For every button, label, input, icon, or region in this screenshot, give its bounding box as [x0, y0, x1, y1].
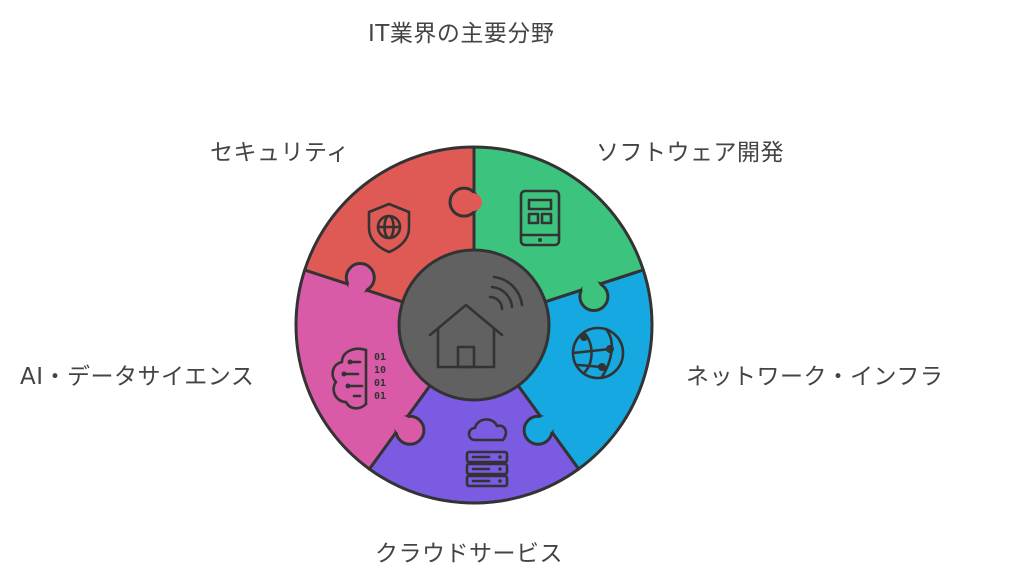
center-hub [397, 248, 551, 402]
diagram-title: IT業界の主要分野 [368, 21, 555, 47]
puzzle-knob-joint [582, 278, 601, 297]
label-security: セキュリティ [210, 140, 350, 166]
puzzle-knob-joint [393, 415, 412, 434]
puzzle-knob-joint [464, 193, 482, 212]
smart-home-icon [428, 275, 524, 369]
brain-binary-icon: 01 10 01 01 [331, 347, 386, 410]
puzzle-knob-joint [536, 415, 555, 434]
tablet-icon [519, 189, 561, 247]
puzzle-knob-joint [348, 277, 367, 296]
segment-cloud [367, 323, 581, 505]
label-network-infra: ネットワーク・インフラ [686, 364, 944, 390]
cloud-server-icon [465, 418, 509, 488]
binary-row-2: 10 [374, 365, 386, 376]
label-ai-data-science: AI・データサイエンス [20, 364, 255, 390]
shield-globe-icon [367, 202, 411, 254]
network-globe-icon [571, 326, 625, 380]
label-cloud-services: クラウドサービス [375, 541, 563, 567]
label-software-development: ソフトウェア開発 [596, 140, 784, 166]
binary-row-1: 01 [374, 352, 386, 363]
binary-row-3: 01 [374, 378, 386, 389]
binary-row-4: 01 [374, 391, 386, 402]
